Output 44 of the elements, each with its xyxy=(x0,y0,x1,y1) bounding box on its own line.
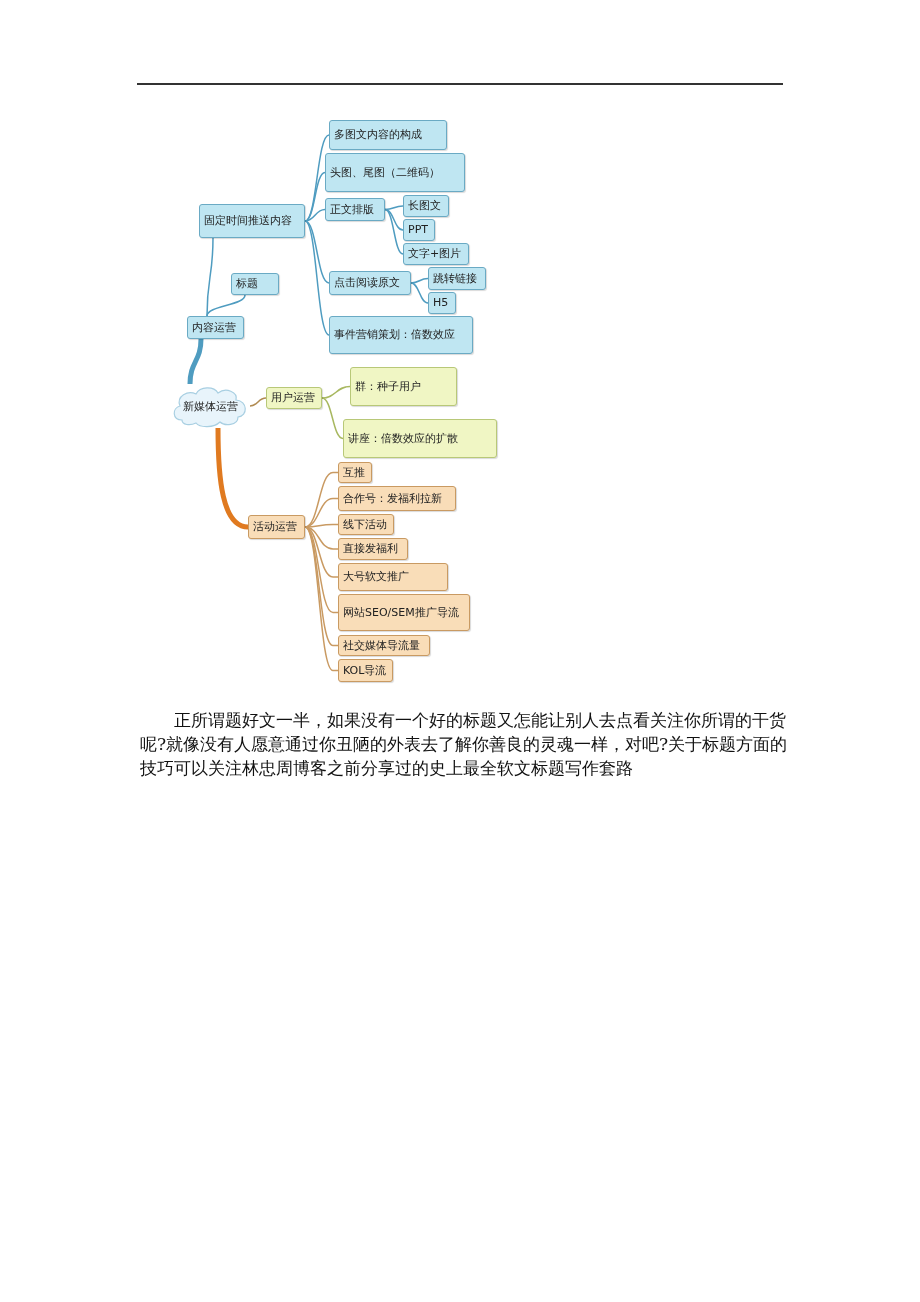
branch-line xyxy=(304,134,330,222)
branch-line xyxy=(321,397,344,440)
branch-line xyxy=(384,208,404,255)
topic-box: 用户运营 xyxy=(266,387,322,409)
branch-line xyxy=(304,526,339,672)
branch-line xyxy=(304,526,339,647)
branch-line xyxy=(384,205,404,211)
branch-line xyxy=(206,237,214,317)
branch-line xyxy=(321,385,351,399)
topic-box: 线下活动 xyxy=(338,514,394,535)
topic-box: 多图文内容的构成 xyxy=(329,120,447,150)
body-paragraph: 正所谓题好文一半，如果没有一个好的标题又怎能让别人去点看关注你所谓的干货呢?就像没有人愿意通过你丑陋的外表去了解你善良的灵魂一样，对吧?关于标题方面的技巧可以关注林忠周博客之前分享过的史上最全软文标题写作套路 xyxy=(140,709,789,780)
branch-line xyxy=(304,208,326,222)
topic-box: 讲座：倍数效应的扩散 xyxy=(343,419,497,458)
topic-box: 社交媒体导流量 xyxy=(338,635,430,656)
topic-box: H5 xyxy=(428,292,456,314)
topic-box: 跳转链接 xyxy=(428,267,486,290)
branch-line xyxy=(410,282,429,304)
topic-box: 合作号：发福利拉新 xyxy=(338,486,456,511)
topic-box: 标题 xyxy=(231,273,279,295)
branch-line xyxy=(187,338,204,385)
topic-box: 直接发福利 xyxy=(338,538,408,560)
topic-box: KOL导流 xyxy=(338,659,393,682)
topic-box: PPT xyxy=(403,219,435,241)
topic-box: 正文排版 xyxy=(325,198,385,221)
branch-line xyxy=(304,171,326,222)
branch-line xyxy=(304,220,330,284)
topic-box: 事件营销策划：倍数效应 xyxy=(329,316,473,354)
topic-box: 固定时间推送内容 xyxy=(199,204,305,238)
branch-line xyxy=(304,471,339,528)
branch-line xyxy=(206,294,246,317)
topic-box: 大号软文推广 xyxy=(338,563,448,591)
topic-box: 互推 xyxy=(338,462,372,483)
topic-box: 头图、尾图（二维码） xyxy=(325,153,465,192)
branch-line xyxy=(304,220,330,336)
branch-line xyxy=(249,397,267,407)
topic-box: 活动运营 xyxy=(248,515,305,539)
topic-box: 网站SEO/SEM推广导流 xyxy=(338,594,470,631)
topic-box: 长图文 xyxy=(403,195,449,217)
topic-box: 内容运营 xyxy=(187,316,244,339)
topic-box: 群：种子用户 xyxy=(350,367,457,406)
topic-box: 点击阅读原文 xyxy=(329,271,411,295)
topic-box: 文字+图片 xyxy=(403,243,469,265)
branch-line xyxy=(384,208,404,231)
